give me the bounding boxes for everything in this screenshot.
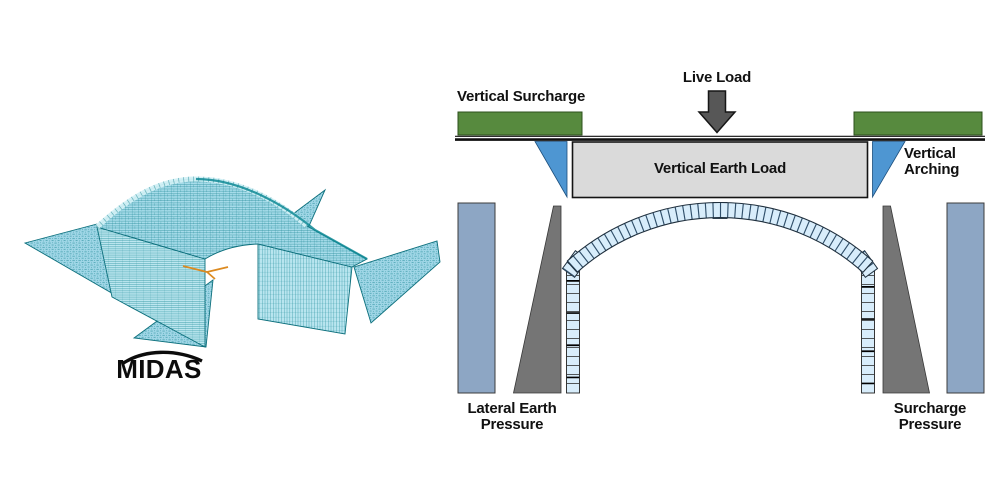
vertical-arching-label-line1: Vertical bbox=[904, 145, 956, 162]
lateral-earth-pressure-bar bbox=[457, 202, 496, 394]
live-load-arrow-icon bbox=[697, 90, 737, 134]
midas-logo-arc bbox=[121, 350, 203, 366]
pressure-wedge-right bbox=[882, 205, 930, 394]
axis-triad-icon bbox=[182, 265, 229, 280]
surcharge-pressure-label: Surcharge Pressure bbox=[847, 401, 1000, 433]
mesh-right-wing-wall bbox=[353, 240, 441, 324]
live-load-label: Live Load bbox=[682, 69, 752, 86]
surcharge-pressure-line2: Pressure bbox=[898, 416, 962, 433]
pressure-wedge-left bbox=[513, 205, 562, 394]
load-diagram bbox=[455, 90, 985, 394]
lateral-earth-pressure-line1: Lateral Earth bbox=[467, 400, 557, 417]
midas-logo: MIDAS bbox=[116, 350, 203, 384]
mesh-roof-back-edge bbox=[195, 177, 368, 260]
vertical-arching-triangle-left bbox=[534, 141, 568, 199]
surcharge-pressure-bar bbox=[946, 202, 985, 394]
arch-sidewall-left bbox=[566, 264, 580, 394]
surcharge-pressure-line1: Surcharge bbox=[893, 400, 967, 417]
vertical-surcharge-bar-left bbox=[457, 111, 583, 136]
vertical-earth-load-box bbox=[571, 141, 869, 199]
lateral-earth-pressure-label: Lateral Earth Pressure bbox=[429, 401, 595, 433]
lateral-earth-pressure-line2: Pressure bbox=[480, 416, 544, 433]
vertical-surcharge-bar-right bbox=[853, 111, 983, 136]
midas-logo-text: MIDAS bbox=[116, 356, 201, 384]
vertical-arching-label: Vertical Arching bbox=[904, 146, 959, 178]
vertical-earth-load-label: Vertical Earth Load bbox=[653, 160, 787, 177]
fem-mesh-model: MIDAS bbox=[23, 176, 441, 384]
arch-ring bbox=[561, 202, 879, 279]
vertical-surcharge-label: Vertical Surcharge bbox=[457, 88, 586, 105]
vertical-arching-label-line2: Arching bbox=[904, 161, 960, 178]
arch-sidewall-right bbox=[861, 264, 875, 394]
vertical-arching-triangle-right bbox=[872, 141, 906, 199]
